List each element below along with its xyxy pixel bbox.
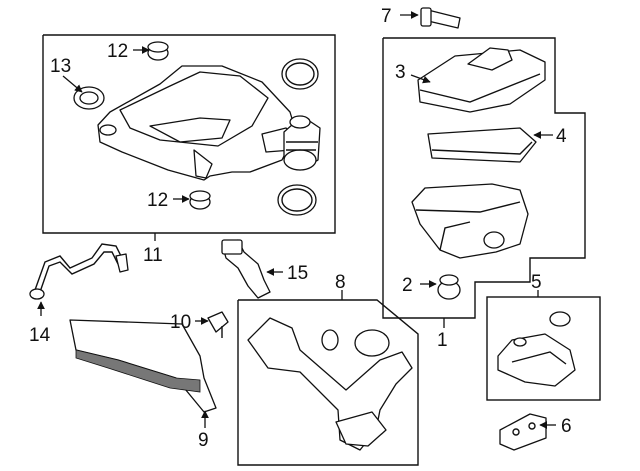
duct-group-box	[237, 299, 419, 466]
housing-grommet	[437, 274, 461, 300]
air-cleaner-housing	[411, 183, 529, 259]
air-cleaner-cover	[417, 47, 546, 113]
leader-lines	[37, 11, 556, 429]
callout-3: 3	[395, 62, 406, 83]
mass-air-flow-sensor	[420, 7, 461, 29]
air-filter-element	[427, 127, 537, 163]
callout-11: 11	[143, 245, 163, 266]
pcv-hose	[221, 239, 271, 299]
callout-7: 7	[381, 6, 392, 27]
callout-15: 15	[287, 263, 308, 284]
support-bracket	[499, 413, 547, 451]
callout-5: 5	[531, 272, 542, 293]
callout-1: 1	[437, 330, 448, 351]
air-cleaner-bracket	[497, 311, 576, 387]
callout-4: 4	[556, 126, 567, 147]
callout-2: 2	[402, 275, 413, 296]
grommet-upper	[147, 41, 169, 61]
hose-clamp-upper	[281, 58, 319, 90]
grommet-lower	[189, 190, 211, 210]
bracket-group-box	[486, 296, 601, 401]
callout-10: 10	[170, 312, 191, 333]
callout-12-upper: 12	[107, 41, 128, 62]
callout-14: 14	[29, 325, 51, 346]
callout-9: 9	[198, 430, 209, 451]
vent-hose	[29, 243, 129, 300]
seal-ring	[73, 86, 105, 110]
callout-8: 8	[335, 272, 346, 293]
engine-cover-group-box	[42, 34, 336, 234]
intake-hose	[283, 115, 321, 171]
hose-clamp-lower	[277, 184, 317, 216]
callout-6: 6	[561, 416, 572, 437]
heat-shield	[69, 319, 217, 413]
intake-duct	[247, 317, 413, 451]
mounting-bolt	[207, 311, 229, 338]
callout-13: 13	[50, 56, 71, 77]
engine-cover	[97, 65, 301, 181]
callout-12-lower: 12	[147, 190, 168, 211]
